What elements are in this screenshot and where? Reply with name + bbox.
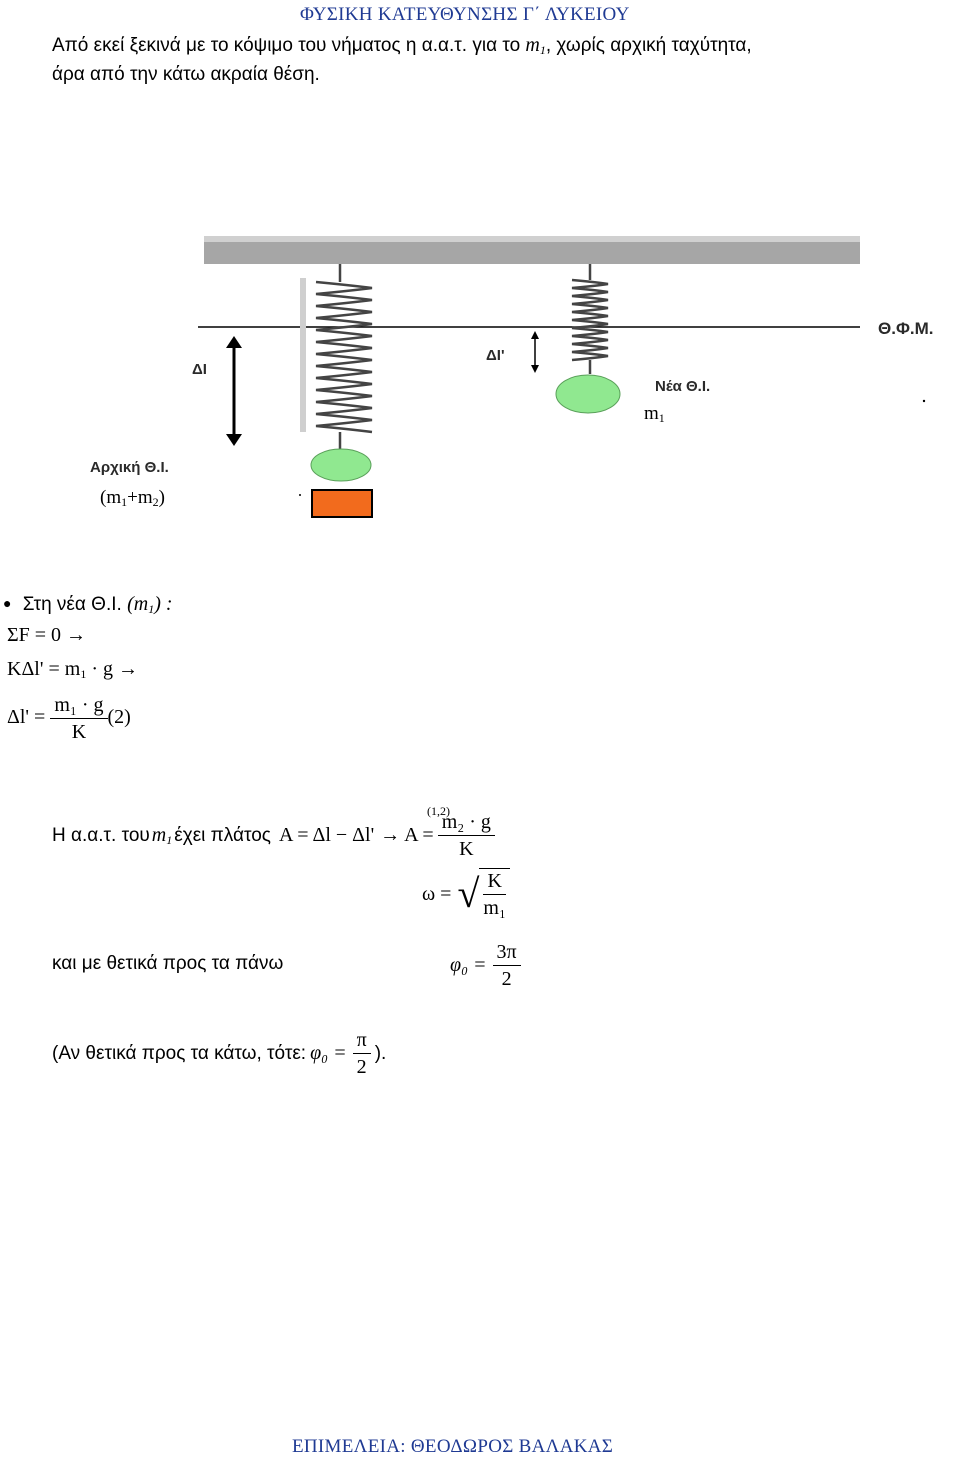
eq-reference-1-2: (1,2): [427, 804, 450, 818]
phase-text: και με θετικά προς τα πάνω: [52, 953, 284, 974]
right-spring: [571, 264, 609, 374]
delta-l-arrow: [226, 336, 242, 446]
sqrt-icon: √: [457, 871, 480, 916]
bullet-mass: (m1) :: [127, 593, 173, 616]
right-ball-m1: [555, 374, 621, 414]
intro-line-1: Από εκεί ξεκινά με το κόψιμο του νήματος…: [52, 34, 752, 58]
bullet-new-equilibrium: ● Στη νέα Θ.Ι. (m1) :: [3, 593, 173, 616]
left-ball-m1: [310, 448, 372, 482]
label-initial-equilibrium: Αρχική Θ.Ι.: [90, 459, 169, 476]
intro-text-a: Από εκεί ξεκινά με το κόψιμο του νήματος…: [52, 35, 526, 56]
label-m1-plus-m2: (m1+m2): [100, 487, 165, 509]
label-natural-length: Θ.Φ.Μ.: [878, 319, 934, 338]
page-footer: ΕΠΙΜΕΛΕΙΑ: ΘΕΟΔΩΡΟΣ ΒΑΛΑΚΑΣ: [292, 1436, 614, 1457]
label-m1: m1: [644, 403, 665, 425]
amplitude-line: Η α.α.τ. του m1 έχει πλάτος Α = Δl − Δl'…: [52, 810, 495, 861]
left-spring: [315, 264, 373, 452]
intro-text-b: , χωρίς αρχική ταχύτητα,: [545, 35, 752, 56]
intro-mass-symbol: m1: [525, 34, 546, 57]
delta-l-prime-arrow: [531, 331, 539, 373]
eq-amplitude: Α = Δl − Δl': [278, 824, 375, 846]
block-m2: [311, 489, 373, 518]
label-new-equilibrium: Νέα Θ.Ι.: [655, 378, 711, 395]
eq-amplitude-result: → Α =: [380, 824, 434, 846]
eq-sum-forces: ΣF = 0 →: [7, 624, 87, 646]
spring-figure: [198, 236, 926, 518]
label-delta-l: ΔΙ: [192, 361, 207, 378]
bullet-dot-icon: ●: [3, 595, 12, 611]
eq-spring-balance: ΚΔl' = m1 · g →: [7, 658, 138, 681]
intro-line-2: άρα από την κάτω ακραία θέση.: [52, 64, 320, 85]
page-header-title: ΦΥΣΙΚΗ ΚΑΤΕΥΘΥΝΣΗΣ Γ΄ ΛΥΚΕΙΟΥ: [300, 4, 630, 25]
label-delta-l-prime: ΔΙ': [486, 347, 505, 364]
